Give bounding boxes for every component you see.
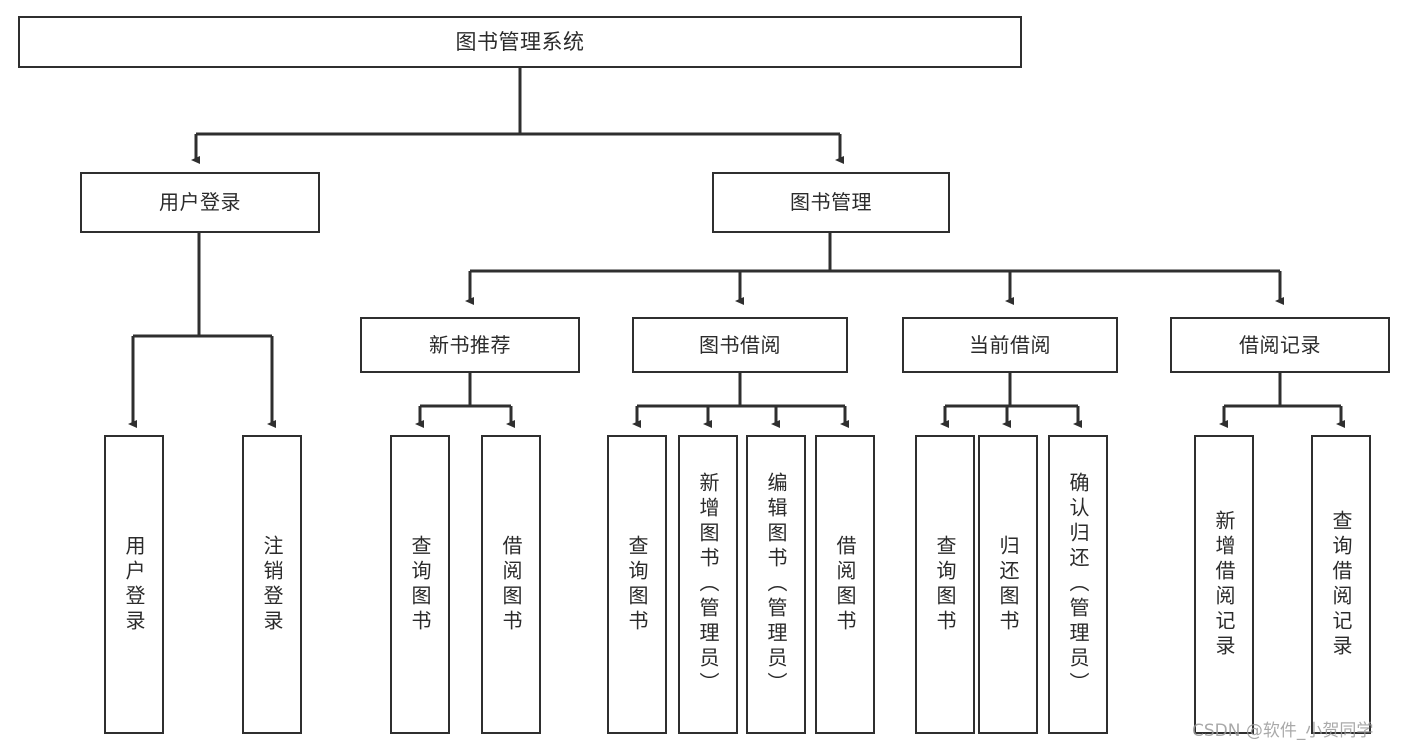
leaf-recommend-borrow-book[interactable]: 借阅图书 (481, 435, 541, 734)
node-label: 确认归还（管理员） (1066, 472, 1090, 697)
node-label: 图书管理 (790, 190, 872, 214)
node-user-login[interactable]: 用户登录 (80, 172, 320, 233)
node-label: 用户登录 (159, 190, 241, 214)
node-book-management[interactable]: 图书管理 (712, 172, 950, 233)
node-current-borrow[interactable]: 当前借阅 (902, 317, 1118, 373)
leaf-borrow-query-book[interactable]: 查询图书 (607, 435, 667, 734)
node-label: 新增借阅记录 (1212, 509, 1236, 660)
node-label: 借阅图书 (833, 534, 857, 635)
node-label: 当前借阅 (969, 332, 1051, 357)
node-label: 注销登录 (260, 534, 284, 635)
leaf-recommend-query-book[interactable]: 查询图书 (390, 435, 450, 734)
node-new-book-recommend[interactable]: 新书推荐 (360, 317, 580, 373)
node-label: 图书管理系统 (455, 29, 585, 54)
node-borrow-record[interactable]: 借阅记录 (1170, 317, 1390, 373)
leaf-borrow-edit-book-admin[interactable]: 编辑图书（管理员） (746, 435, 806, 734)
node-label: 用户登录 (122, 534, 146, 635)
node-root-book-management-system[interactable]: 图书管理系统 (18, 16, 1022, 68)
node-label: 编辑图书（管理员） (764, 472, 788, 697)
node-label: 图书借阅 (699, 332, 781, 357)
node-label: 借阅图书 (499, 534, 523, 635)
node-label: 查询借阅记录 (1329, 509, 1353, 660)
node-label: 查询图书 (625, 534, 649, 635)
node-label: 查询图书 (933, 534, 957, 635)
leaf-record-query-borrow-record[interactable]: 查询借阅记录 (1311, 435, 1371, 734)
leaf-borrow-borrow-book[interactable]: 借阅图书 (815, 435, 875, 734)
node-label: 归还图书 (996, 534, 1020, 635)
node-label: 新书推荐 (429, 332, 511, 357)
csdn-watermark: CSDN @软件_小贺同学 (1192, 721, 1374, 741)
node-label: 查询图书 (408, 534, 432, 635)
leaf-current-confirm-return-admin[interactable]: 确认归还（管理员） (1048, 435, 1108, 734)
leaf-current-query-book[interactable]: 查询图书 (915, 435, 975, 734)
leaf-borrow-add-book-admin[interactable]: 新增图书（管理员） (678, 435, 738, 734)
node-label: 借阅记录 (1239, 332, 1321, 357)
leaf-logout[interactable]: 注销登录 (242, 435, 302, 734)
node-book-borrow[interactable]: 图书借阅 (632, 317, 848, 373)
leaf-current-return-book[interactable]: 归还图书 (978, 435, 1038, 734)
node-label: 新增图书（管理员） (696, 472, 720, 697)
leaf-record-add-borrow-record[interactable]: 新增借阅记录 (1194, 435, 1254, 734)
leaf-user-login[interactable]: 用户登录 (104, 435, 164, 734)
